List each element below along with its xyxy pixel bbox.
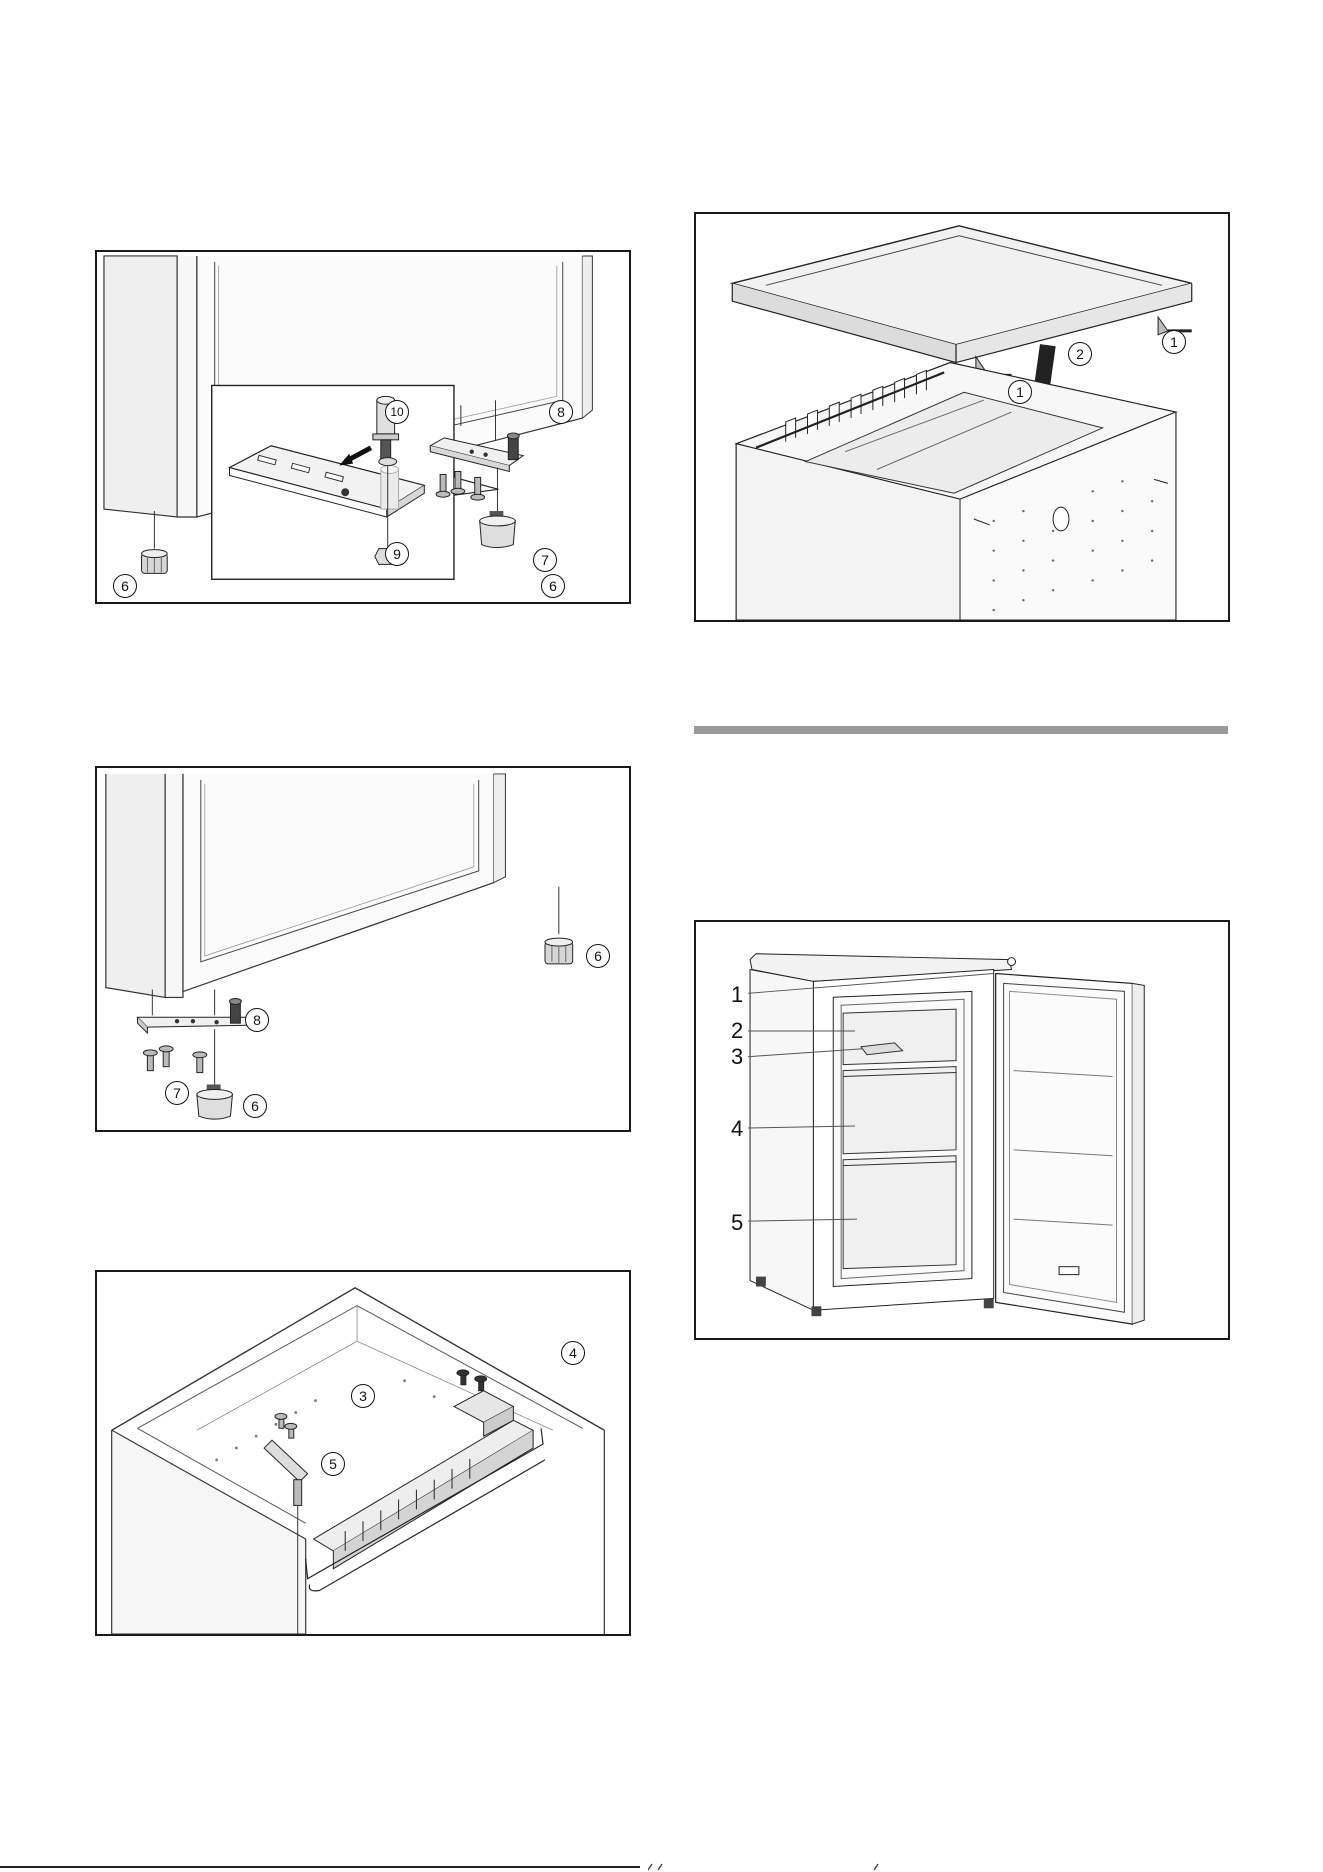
callout-4: 4 — [561, 1341, 585, 1365]
callout-4: 4 — [731, 1118, 743, 1140]
figure-worktop: 2 1 1 — [694, 212, 1230, 622]
callout-8: 8 — [549, 400, 573, 424]
callout-6-left: 6 — [113, 574, 137, 598]
hinge-bottom-moved-drawing — [97, 768, 629, 1130]
callout-1: 1 — [731, 984, 743, 1006]
callout-5: 5 — [731, 1212, 743, 1234]
callout-9: 9 — [385, 542, 409, 566]
callout-10: 10 — [385, 400, 409, 424]
callout-1-right: 1 — [1162, 330, 1186, 354]
callout-7: 7 — [165, 1081, 189, 1105]
callout-3: 3 — [351, 1384, 375, 1408]
callout-3: 3 — [731, 1046, 743, 1068]
figure-appliance-overview: 1 2 3 4 5 — [694, 920, 1230, 1340]
footer-marks — [648, 1862, 888, 1872]
section-divider — [694, 726, 1228, 734]
callout-7: 7 — [533, 548, 557, 572]
worktop-drawing — [696, 214, 1228, 620]
footer-rule — [0, 1866, 640, 1868]
appliance-overview-drawing — [696, 922, 1228, 1338]
figure-hinge-bottom-detail: 10 8 7 9 6 6 — [95, 250, 631, 604]
callout-6-bottom: 6 — [243, 1094, 267, 1118]
callout-5: 5 — [321, 1452, 345, 1476]
callout-1-left: 1 — [1008, 380, 1032, 404]
callout-8: 8 — [245, 1008, 269, 1032]
figure-hinge-bottom-moved: 6 8 7 6 — [95, 766, 631, 1132]
hinge-top-drawing — [97, 1272, 629, 1634]
callout-2: 2 — [731, 1020, 743, 1042]
callout-2: 2 — [1068, 342, 1092, 366]
callout-6-top: 6 — [586, 944, 610, 968]
figure-hinge-top: 4 3 5 — [95, 1270, 631, 1636]
callout-6-right: 6 — [541, 574, 565, 598]
